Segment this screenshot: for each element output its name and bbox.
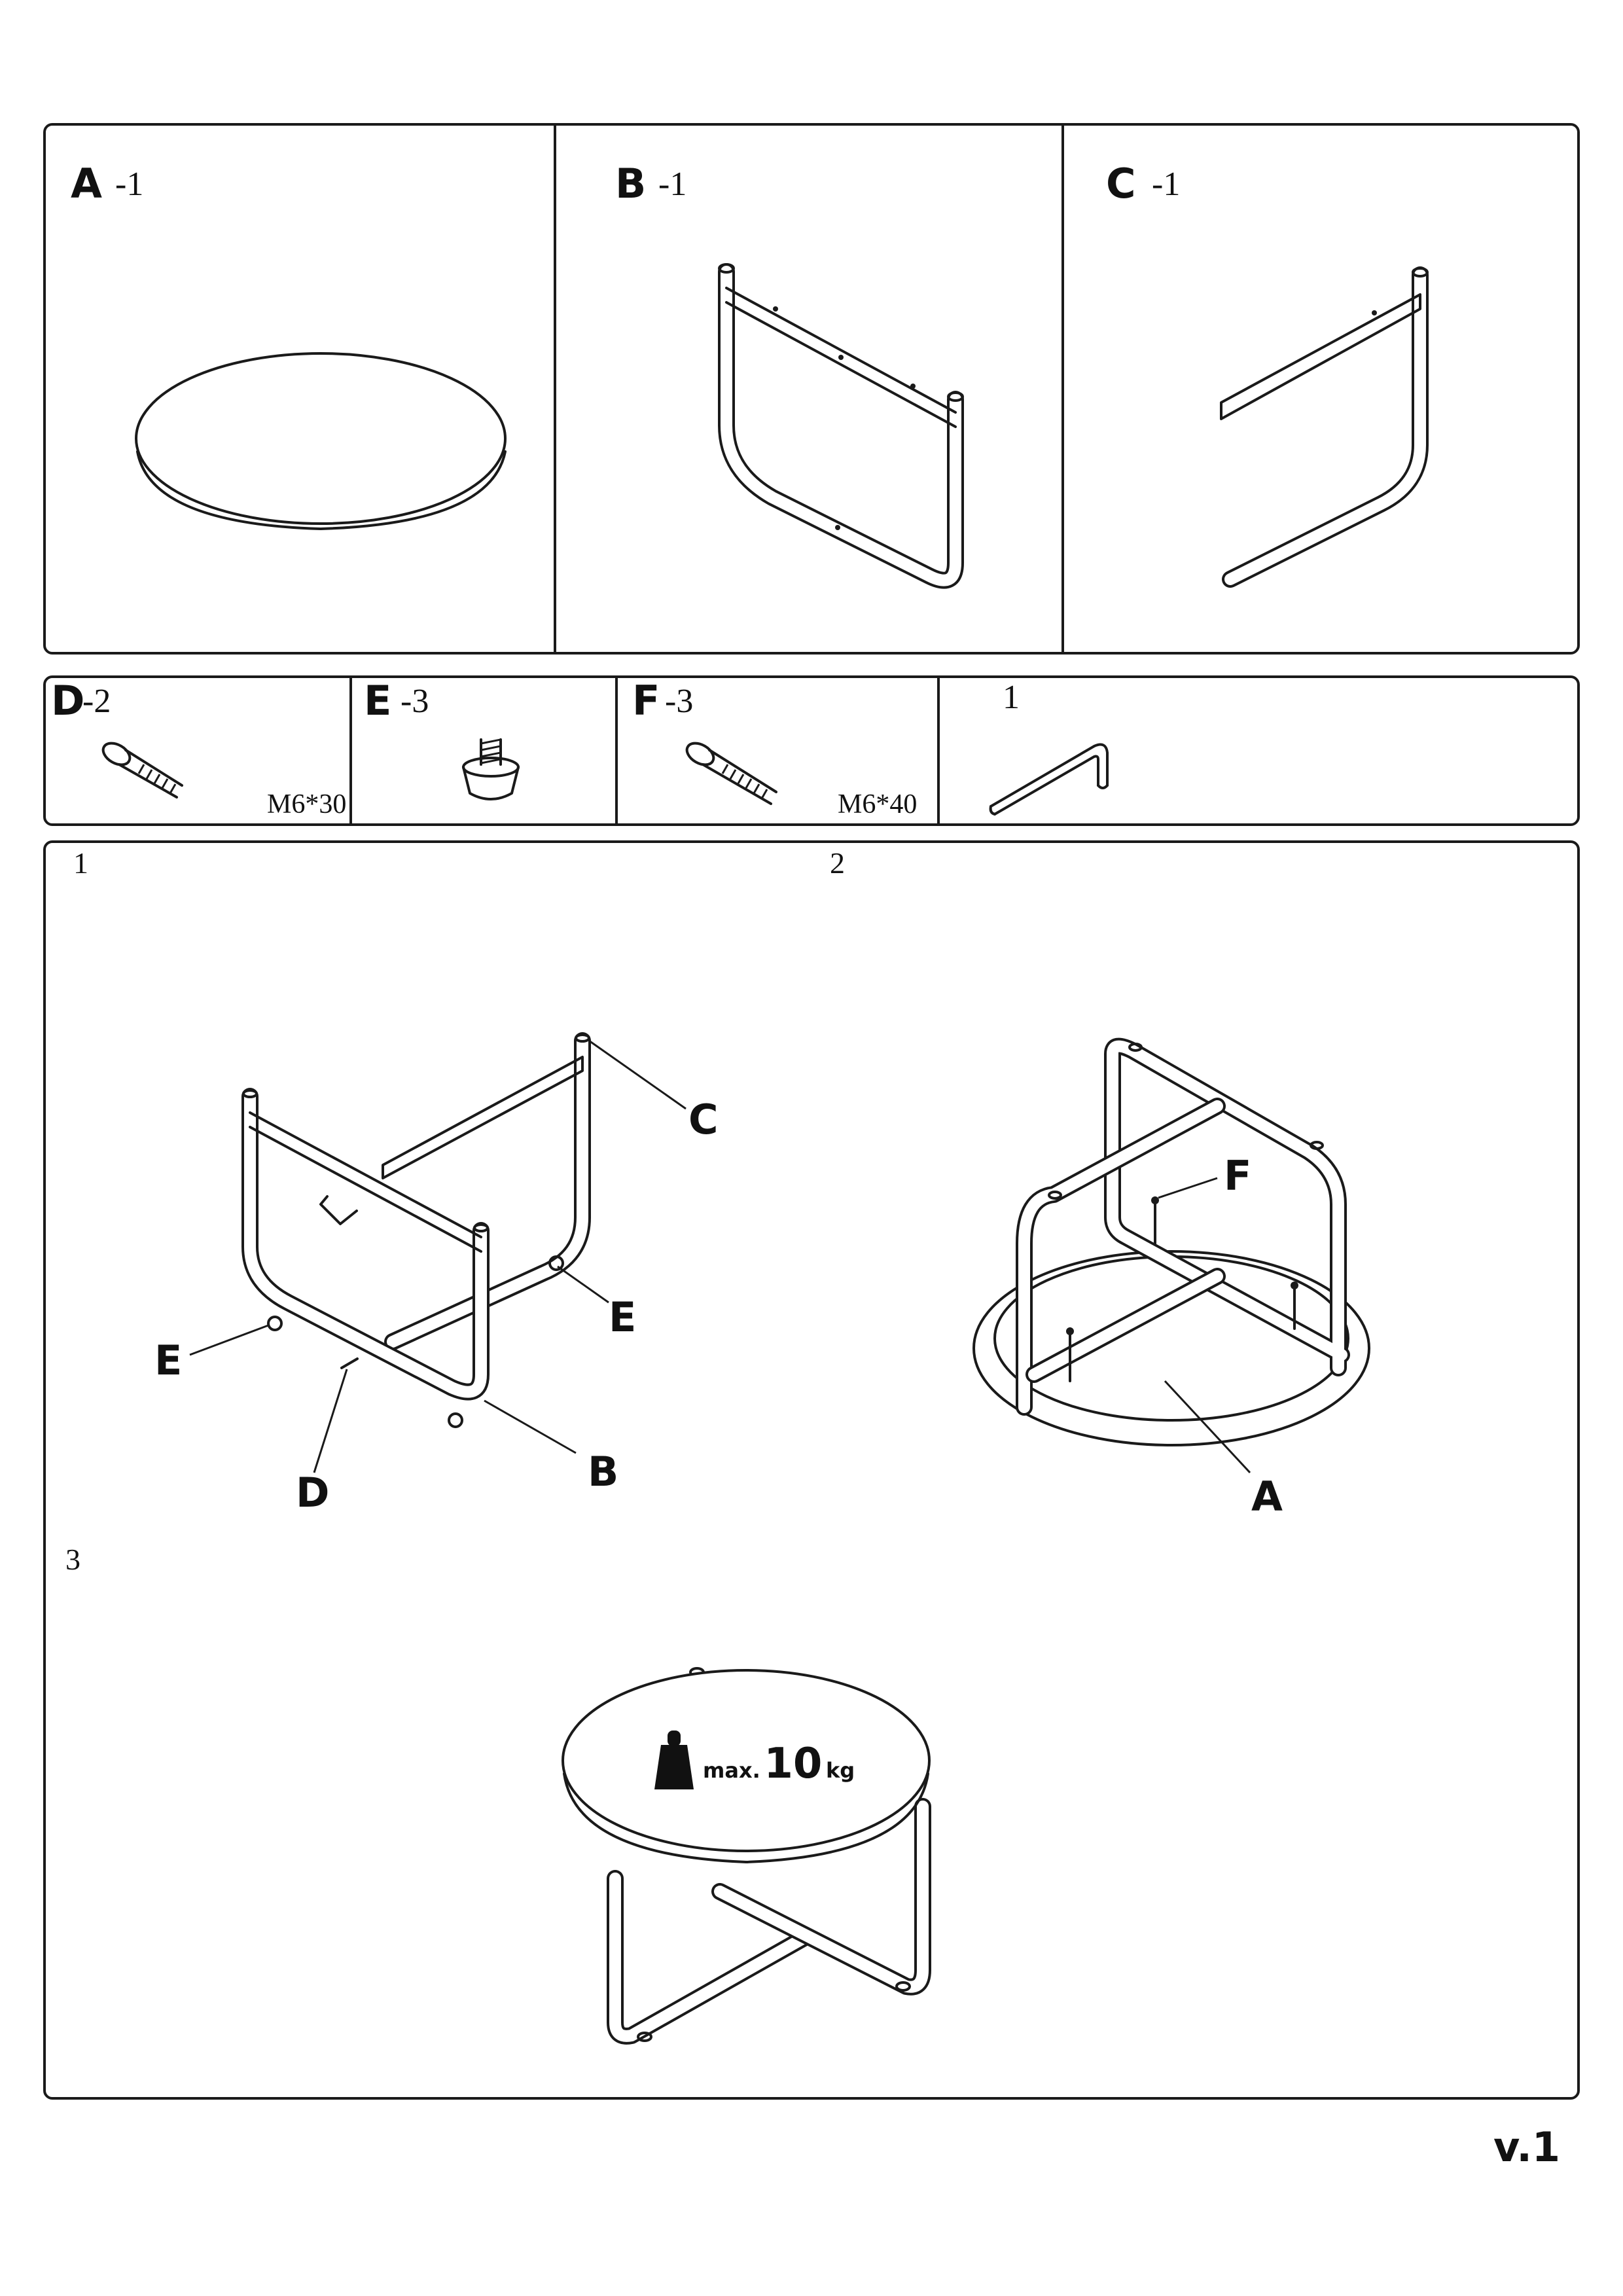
- parts-panel: [43, 123, 1580, 655]
- version-label: v.1: [1493, 2123, 1561, 2171]
- hw-e-letter: E: [364, 677, 392, 725]
- part-c-letter: C: [1106, 160, 1136, 207]
- hw-f-qty: -3: [665, 683, 694, 720]
- step-2-callout-a: A: [1251, 1473, 1283, 1520]
- hw-f-spec: M6*40: [838, 789, 918, 819]
- hardware-panel: [43, 675, 1580, 826]
- hw-divider-1: [349, 675, 352, 826]
- step-1-callout-b: B: [588, 1448, 619, 1496]
- part-a-letter: A: [71, 160, 102, 207]
- part-c-qty: -1: [1152, 166, 1181, 203]
- step-3-number: 3: [65, 1543, 80, 1576]
- hw-d-spec: M6*30: [267, 789, 347, 819]
- weight-prefix: max.: [703, 1758, 760, 1783]
- part-b-letter: B: [615, 160, 647, 207]
- hw-f-letter: F: [632, 677, 660, 725]
- step-1-callout-c: C: [688, 1096, 719, 1143]
- part-a-qty: -1: [115, 166, 144, 203]
- assembly-panel: [43, 840, 1580, 2100]
- step-1-number: 1: [73, 846, 88, 880]
- parts-divider-1: [554, 123, 556, 655]
- hw-d-letter: D: [51, 677, 85, 725]
- hw-e-qty: -3: [401, 683, 429, 720]
- hw-d-qty: -2: [82, 683, 111, 720]
- weight-unit: kg: [825, 1758, 855, 1783]
- hw-divider-3: [937, 675, 940, 826]
- step-1-callout-e-right: E: [609, 1293, 637, 1341]
- step-2-callout-f: F: [1224, 1152, 1252, 1200]
- weight-value: 10: [764, 1740, 823, 1788]
- parts-divider-2: [1061, 123, 1064, 655]
- part-b-qty: -1: [658, 166, 687, 203]
- step-2-number: 2: [830, 846, 845, 880]
- step-1-callout-d: D: [296, 1469, 330, 1516]
- step-1-callout-e-left: E: [154, 1336, 183, 1384]
- weight-limit: max. 10 kg: [703, 1740, 855, 1788]
- hw-wrench-qty: 1: [1003, 679, 1020, 716]
- hw-divider-2: [615, 675, 618, 826]
